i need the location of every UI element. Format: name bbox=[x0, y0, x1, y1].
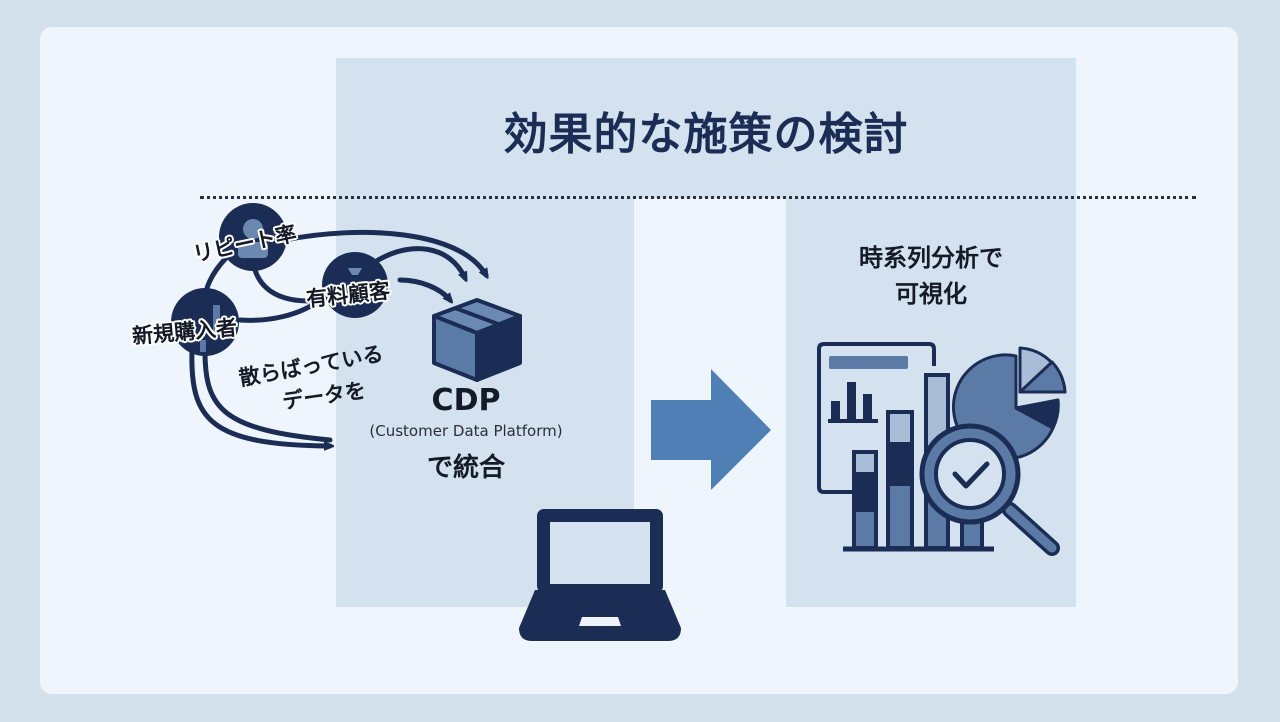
visualization-title-line2: 可視化 bbox=[895, 280, 967, 308]
arrow-repeat-to-cdp bbox=[282, 229, 486, 275]
box-icon bbox=[432, 298, 522, 382]
flow-arrows bbox=[189, 229, 486, 446]
laptop-icon bbox=[519, 509, 681, 641]
title-panel bbox=[336, 58, 1076, 198]
person-icon bbox=[219, 203, 287, 271]
arrow-new-down-1 bbox=[189, 347, 330, 446]
dotted-divider bbox=[200, 196, 1196, 199]
cdp-integrate-text: で統合 bbox=[426, 453, 505, 483]
link-new-to-paid bbox=[237, 297, 323, 323]
cdp-label: CDP bbox=[431, 383, 501, 418]
arrow-paid-to-cdp-2 bbox=[397, 277, 450, 300]
slide-title: 効果的な施策の検討 bbox=[503, 109, 909, 160]
bar-chart-icon bbox=[171, 288, 239, 356]
cdp-full-name: (Customer Data Platform) bbox=[369, 422, 563, 440]
right-arrow-icon bbox=[651, 369, 771, 490]
arrow-paid-to-cdp-1 bbox=[372, 246, 468, 278]
visualization-title: 時系列分析で 可視化 bbox=[786, 240, 1076, 312]
arrow-new-down-2 bbox=[202, 349, 333, 443]
visualization-title-line1: 時系列分析で bbox=[859, 244, 1003, 272]
magnifier-check-icon bbox=[919, 423, 1060, 556]
money-bag-icon bbox=[322, 252, 388, 318]
